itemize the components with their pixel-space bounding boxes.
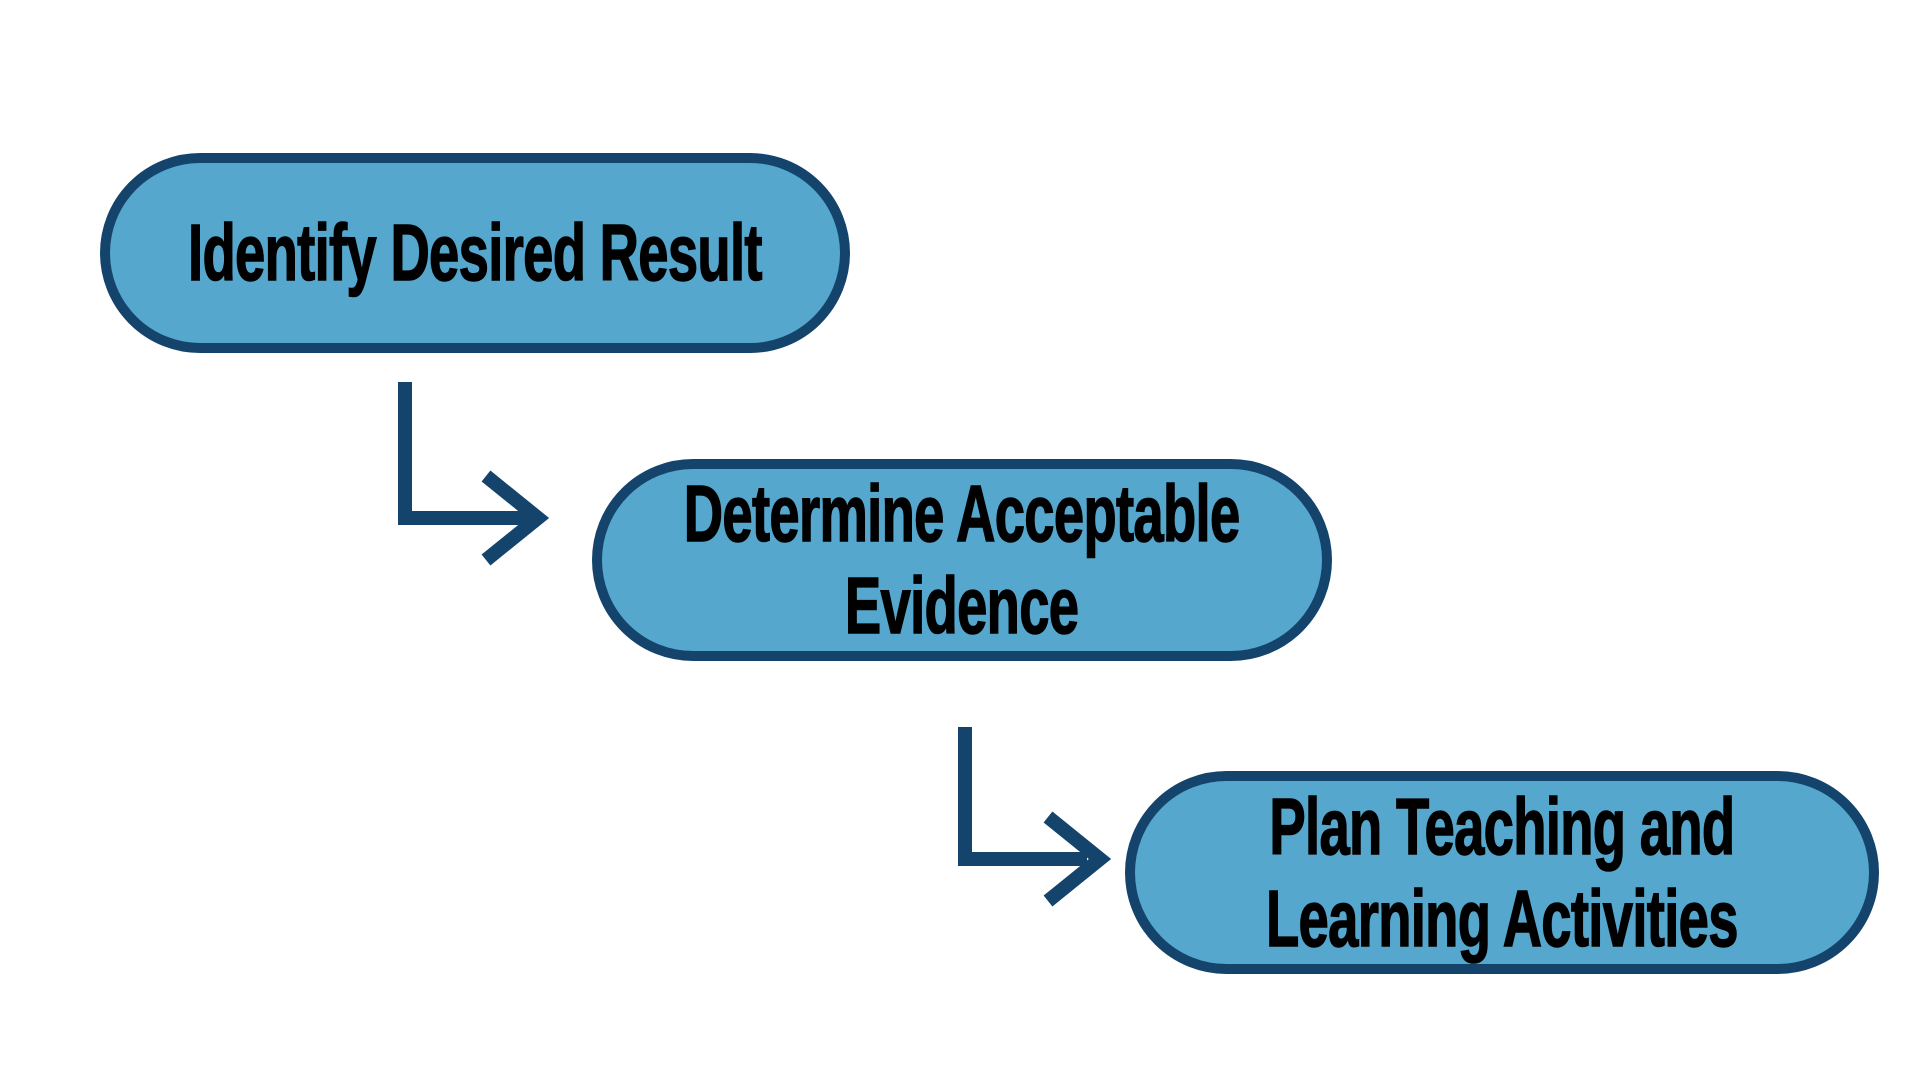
elbow-arrow-1-icon (398, 382, 550, 566)
flow-node-identify-desired-result: Identify Desired Result (100, 153, 850, 353)
chevron-arrowhead-icon (1043, 811, 1112, 907)
flow-node-determine-acceptable-evidence: Determine Acceptable Evidence (592, 459, 1332, 661)
flow-node-label: Identify Desired Result (188, 207, 764, 298)
flow-node-label: Plan Teaching and (1269, 781, 1736, 872)
flow-node-label: Learning Activities (1266, 873, 1739, 964)
elbow-arrow-2-icon (958, 727, 1112, 907)
chevron-arrowhead-icon (481, 470, 550, 566)
elbow-line (958, 727, 1087, 866)
elbow-line (398, 382, 527, 525)
flow-node-label: Determine Acceptable (684, 468, 1241, 559)
flow-node-label: Evidence (845, 560, 1080, 651)
flow-node-plan-teaching-learning-activities: Plan Teaching and Learning Activities (1125, 771, 1879, 974)
